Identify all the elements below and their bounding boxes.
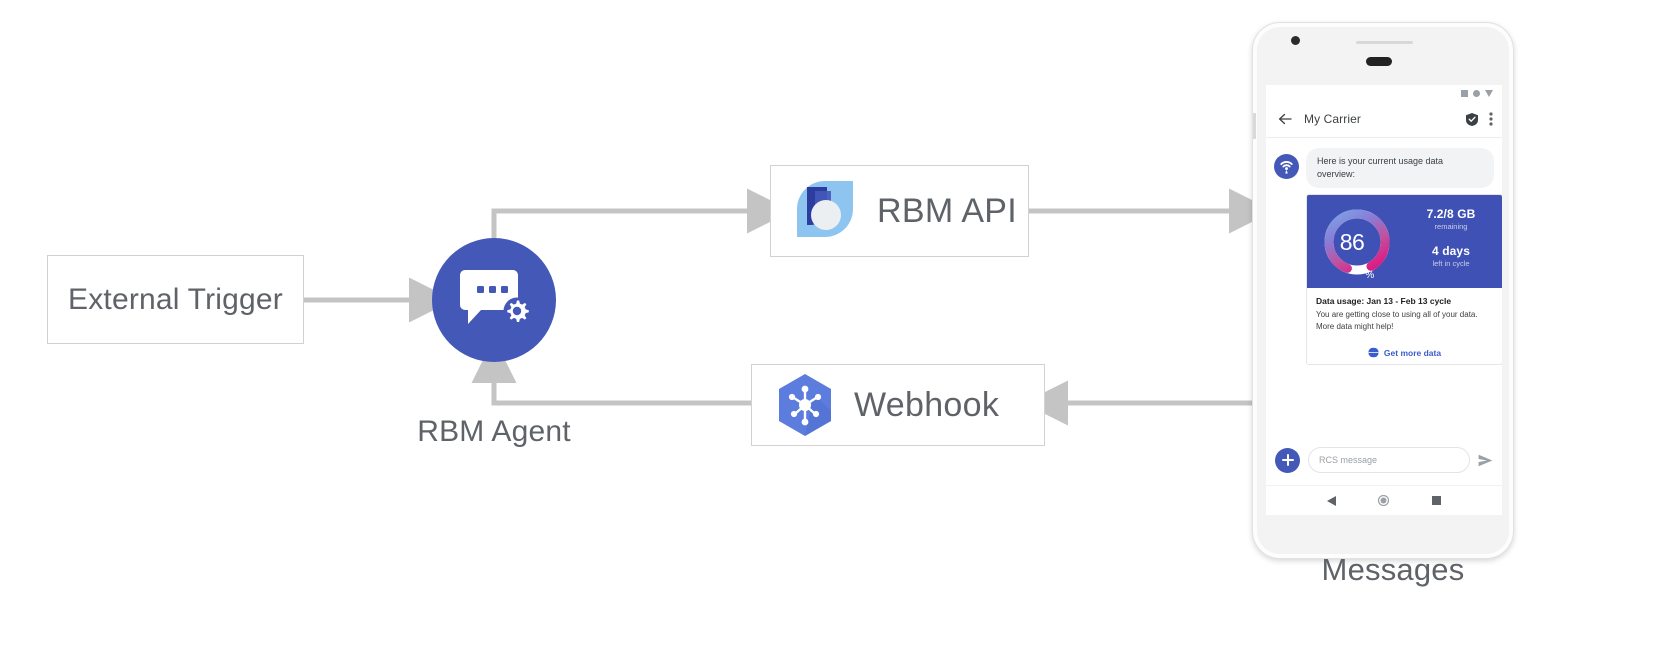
- external-trigger-node[interactable]: External Trigger: [47, 255, 304, 344]
- stat-data-remaining-value: 7.2/8 GB: [1426, 207, 1476, 222]
- back-arrow-icon[interactable]: [1278, 113, 1292, 125]
- status-bar: [1266, 85, 1502, 101]
- stat-data-remaining-caption: remaining: [1434, 222, 1468, 232]
- stat-days-left-value: 4 days: [1432, 244, 1470, 259]
- rbm-api-node[interactable]: RBM API: [770, 165, 1029, 257]
- verified-shield-icon[interactable]: [1466, 112, 1478, 126]
- gauge-unit: %: [1365, 270, 1375, 282]
- phone-screen: My Carrier: [1266, 85, 1502, 515]
- rbm-api-icon: [797, 181, 853, 237]
- rbm-api-label: RBM API: [877, 191, 1018, 230]
- phone-bottom-bezel: [1266, 515, 1502, 535]
- rbm-agent-label: RBM Agent: [417, 415, 571, 448]
- get-more-data-button[interactable]: Get more data: [1307, 339, 1502, 364]
- rich-card[interactable]: 86 % 7.2/8 GB remaining 4 days left in c…: [1306, 194, 1502, 366]
- message-composer: RCS message: [1266, 439, 1502, 481]
- rcs-message-input[interactable]: RCS message: [1308, 447, 1470, 473]
- message-thread: Here is your current usage data overview…: [1266, 138, 1502, 366]
- rich-card-stats: 7.2/8 GB remaining 4 days left in cycle: [1403, 207, 1499, 268]
- rbm-agent-node[interactable]: [432, 238, 556, 362]
- stat-spacer: [1403, 231, 1499, 244]
- stat-days-left-caption: left in cycle: [1432, 259, 1470, 269]
- rich-card-body: Data usage: Jan 13 - Feb 13 cycle You ar…: [1307, 288, 1502, 339]
- more-vert-icon[interactable]: [1489, 112, 1493, 126]
- data-usage-gauge: 86 %: [1321, 206, 1393, 282]
- signal-tower-icon: [1280, 160, 1293, 174]
- webhook-node[interactable]: Webhook: [751, 364, 1045, 446]
- nav-home-circle-icon[interactable]: [1378, 495, 1390, 506]
- globe-icon: [1367, 347, 1379, 359]
- nav-back-triangle-icon[interactable]: [1327, 495, 1337, 506]
- add-attachment-button[interactable]: [1275, 447, 1300, 473]
- chat-gear-icon: [460, 270, 529, 325]
- conversation-title: My Carrier: [1304, 112, 1361, 126]
- external-trigger-label: External Trigger: [68, 282, 283, 316]
- wire-webhook-to-agent: [471, 338, 751, 406]
- sensor-line: [1356, 41, 1413, 44]
- rich-card-heading: Data usage: Jan 13 - Feb 13 cycle: [1316, 296, 1452, 307]
- cloud-functions-hexagon-icon: [779, 374, 831, 436]
- send-icon[interactable]: [1478, 454, 1493, 467]
- rich-card-hero: 86 % 7.2/8 GB remaining 4 days left in c…: [1307, 195, 1502, 289]
- avatar: [1274, 154, 1299, 179]
- circle-icon: [1473, 89, 1480, 97]
- square-icon: [1461, 89, 1468, 97]
- gauge-value: 86 %: [1321, 206, 1393, 282]
- front-camera-icon: [1291, 36, 1300, 45]
- wire-agent-to-api: [491, 188, 792, 238]
- app-bar: My Carrier: [1266, 101, 1502, 138]
- android-nav-bar: [1266, 485, 1502, 515]
- plus-icon: [1281, 454, 1294, 466]
- nav-recents-square-icon[interactable]: [1431, 496, 1441, 505]
- app-bar-actions: [1466, 112, 1493, 126]
- phone-top-bezel: [1253, 23, 1513, 85]
- rbm-agent-circle: [432, 238, 556, 362]
- incoming-message-row: Here is your current usage data overview…: [1274, 148, 1494, 189]
- messages-caption: Messages: [1321, 552, 1465, 587]
- incoming-message-bubble: Here is your current usage data overview…: [1306, 148, 1494, 189]
- gauge-number: 86: [1339, 228, 1365, 255]
- get-more-data-label: Get more data: [1383, 347, 1442, 358]
- triangle-down-icon: [1485, 89, 1493, 97]
- earpiece-speaker: [1366, 57, 1392, 66]
- power-button[interactable]: [1253, 113, 1256, 139]
- phone-device: My Carrier: [1252, 22, 1514, 559]
- rcs-message-placeholder: RCS message: [1319, 455, 1378, 465]
- rich-card-description: You are getting close to using all of yo…: [1316, 310, 1478, 332]
- webhook-label: Webhook: [854, 385, 1000, 424]
